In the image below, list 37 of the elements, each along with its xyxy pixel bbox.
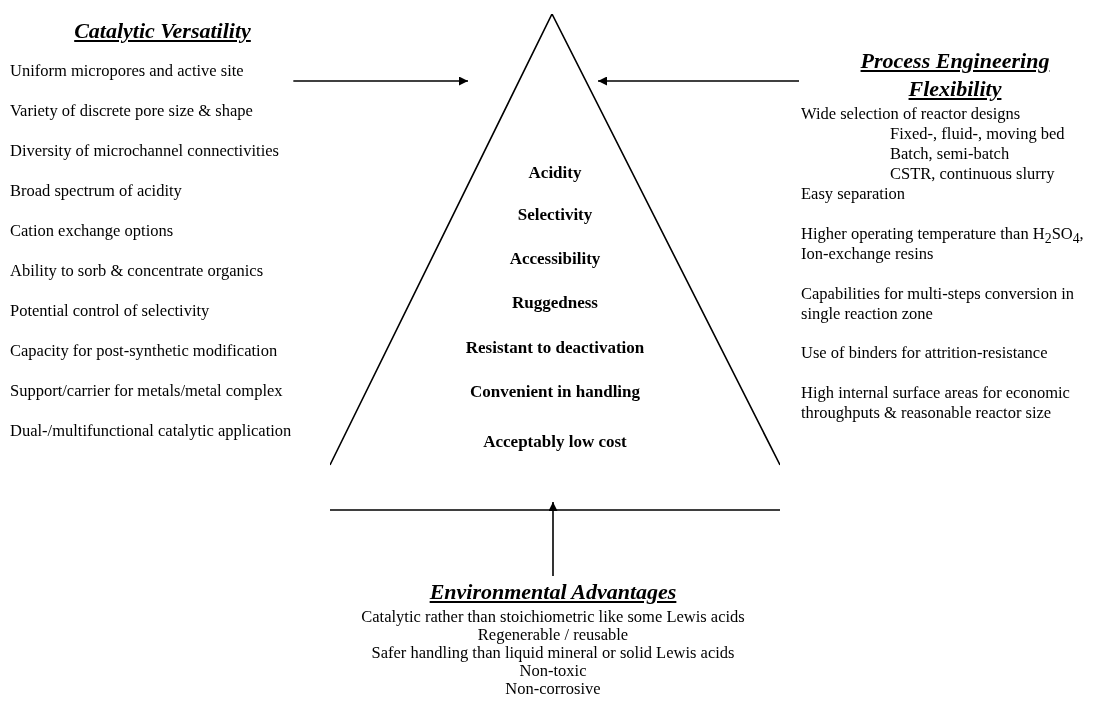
list-item: Wide selection of reactor designs: [801, 104, 1021, 124]
list-item: Non-toxic: [519, 661, 587, 681]
list-item: Cation exchange options: [10, 221, 174, 241]
group-heading: Process Engineering Flexibility: [859, 47, 1051, 103]
list-item: Regenerable / reusable: [477, 625, 629, 645]
property-label: Accessibility: [509, 249, 601, 269]
property-label: Selectivity: [517, 205, 593, 225]
list-item: Use of binders for attrition-resistance: [801, 343, 1048, 363]
list-item: Potential control of selectivity: [10, 301, 210, 321]
group-heading: Environmental Advantages: [429, 578, 677, 606]
list-item: Broad spectrum of acidity: [10, 181, 182, 201]
arrow: [548, 501, 558, 577]
list-item: Higher operating temperature than H$_{2}$SO$_{4}$, Ion-exchange resins: [801, 224, 1085, 264]
list-item: Variety of discrete pore size & shape: [10, 101, 253, 121]
list-item: CSTR, continuous slurry: [890, 164, 1055, 184]
list-item: Diversity of microchannel connectivities: [10, 141, 279, 161]
group-heading: Catalytic Versatility: [74, 17, 251, 45]
property-label: Acidity: [528, 163, 582, 183]
property-label: Resistant to deactivation: [465, 338, 645, 358]
list-item: Support/carrier for metals/metal complex: [10, 381, 283, 401]
list-item: Catalytic rather than stoichiometric like some Lewis acids: [361, 607, 745, 627]
list-item: Batch, semi-batch: [890, 144, 1010, 164]
list-item: High internal surface areas for economic throughputs & reasonable reactor size: [801, 383, 1071, 423]
list-item: Ability to sorb & concentrate organics: [10, 261, 264, 281]
list-item: Fixed-, fluid-, moving bed: [890, 124, 1065, 144]
list-item: Easy separation: [801, 184, 905, 204]
list-item: Safer handling than liquid mineral or solid Lewis acids: [371, 643, 735, 663]
list-item: Non-corrosive: [505, 679, 601, 699]
list-item: Capabilities for multi-steps conversion in single reaction zone: [801, 284, 1076, 324]
property-label: Ruggedness: [512, 293, 598, 313]
property-label: Convenient in handling: [469, 382, 641, 402]
list-item: Dual-/multifunctional catalytic application: [10, 421, 292, 441]
list-item: Capacity for post-synthetic modification: [10, 341, 278, 361]
list-item: Uniform micropores and active site: [10, 61, 244, 81]
arrow: [292, 76, 469, 86]
arrow: [597, 76, 800, 86]
property-label: Acceptably low cost: [483, 432, 627, 452]
